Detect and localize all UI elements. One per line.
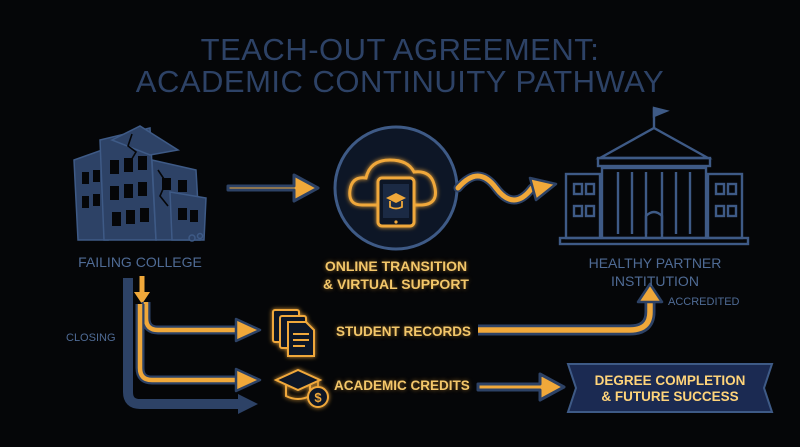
partner-institution-label-line2: INSTITUTION [611, 273, 699, 289]
accredited-label: ACCREDITED [668, 296, 740, 308]
academic-credits-label: ACADEMIC CREDITS [334, 378, 470, 393]
svg-text:$: $ [314, 390, 322, 405]
outcome-label-line2: & FUTURE SUCCESS [601, 389, 739, 404]
outcome-label: DEGREE COMPLETION & FUTURE SUCCESS [574, 373, 766, 405]
arrow-credits-to-outcome [476, 372, 566, 402]
arrow-college-to-online [226, 173, 320, 203]
online-transition-label-line2: & VIRTUAL SUPPORT [323, 276, 469, 292]
partner-institution-label: HEALTHY PARTNER INSTITUTION [570, 254, 740, 290]
online-transition-label-line1: ONLINE TRANSITION [324, 258, 468, 274]
branch-paths [123, 276, 262, 414]
crumbling-building-icon [73, 125, 207, 242]
page-title-line2: ACADEMIC CONTINUITY PATHWAY [135, 64, 665, 99]
closing-label: CLOSING [66, 332, 116, 344]
page-title-line1: TEACH-OUT AGREEMENT: [200, 32, 600, 67]
partner-institution-label-line1: HEALTHY PARTNER [588, 255, 722, 271]
online-transition-label: ONLINE TRANSITION & VIRTUAL SUPPORT [296, 257, 496, 293]
university-building-icon [558, 106, 750, 246]
failing-college-label: FAILING COLLEGE [78, 254, 202, 270]
graduation-cap-dollar-icon: $ [273, 368, 329, 408]
documents-icon [272, 309, 315, 357]
arrow-records-to-partner [478, 300, 656, 336]
cloud-tablet-icon [333, 125, 459, 251]
outcome-badge [566, 363, 774, 413]
student-records-label: STUDENT RECORDS [336, 324, 472, 339]
outcome-label-line1: DEGREE COMPLETION [594, 373, 746, 388]
